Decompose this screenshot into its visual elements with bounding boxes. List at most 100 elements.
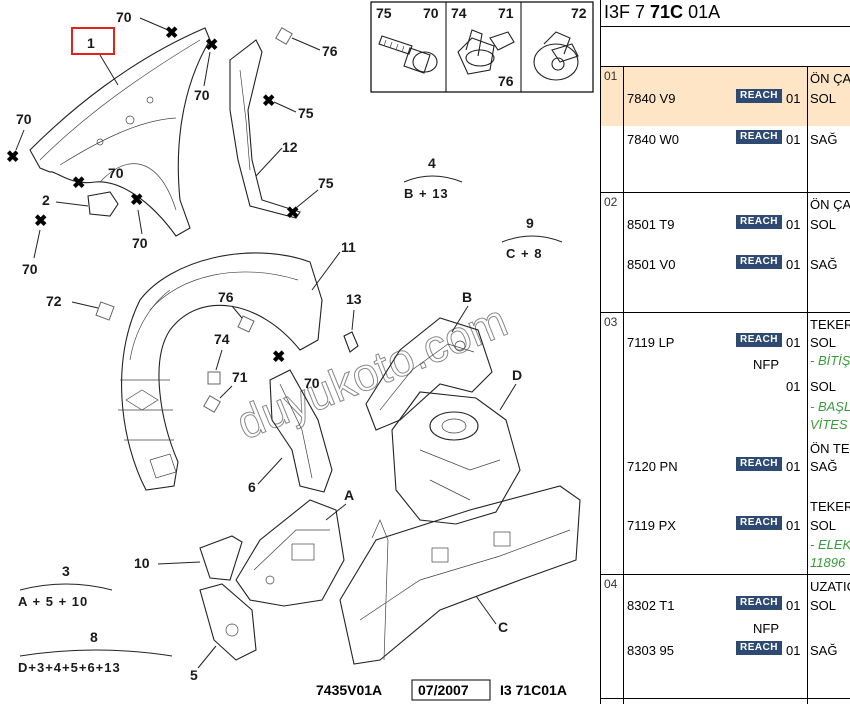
callout-72: 72 [46, 293, 62, 309]
callout-76: 76 [218, 289, 234, 305]
arch-panel-part [269, 369, 333, 493]
legend-label-76: 76 [498, 73, 514, 89]
part-qty: 01 [786, 459, 801, 474]
parts-group-01[interactable]: 01 ÖN ÇA 7840 V9 REACH 01 SOL [601, 66, 850, 126]
watermark: duyukoto.com [229, 294, 514, 449]
part-number[interactable]: 7119 LP [627, 335, 675, 350]
clip-square-icon [95, 301, 115, 321]
part-number[interactable]: 8302 T1 [627, 598, 675, 613]
part-note: VİTES [810, 417, 848, 432]
reach-badge: REACH [736, 516, 782, 530]
reach-badge: REACH [736, 641, 782, 655]
group-number: 01 [604, 69, 618, 83]
drawing-ref: I3 71C01A [500, 682, 567, 698]
part-description: TEKER [810, 317, 850, 332]
formula-number: 4 [428, 155, 436, 171]
callout-5: 5 [190, 667, 198, 683]
callout-B: B [462, 289, 472, 305]
fastener-x-icon: ✖ [272, 349, 285, 366]
drawing-number: 7435V01A [316, 682, 382, 698]
assembly-d-part [391, 391, 521, 525]
part-number[interactable]: 7840 W0 [627, 132, 680, 147]
fastener-x-icon: ✖ [286, 205, 299, 222]
legend-label-75: 75 [376, 5, 392, 21]
fastener-x-icon: ✖ [165, 25, 178, 42]
callout-70: 70 [22, 261, 38, 277]
bracket-part [87, 191, 119, 217]
title-suffix: 01A [683, 2, 721, 22]
legend-label-74: 74 [451, 5, 467, 21]
small-bracket-part [343, 331, 359, 353]
part-description: SOL [810, 379, 837, 394]
parts-group-04[interactable]: 04 UZATIC 8302 T1 REACH 01 SOL NFP 8303 … [601, 574, 850, 698]
fastener-x-icon: ✖ [34, 213, 47, 230]
part-qty: 01 [786, 598, 801, 613]
callout-75: 75 [318, 175, 334, 191]
assembly-a-part [235, 499, 345, 607]
callout-A: A [344, 487, 354, 503]
wheel-arch-liner-part [118, 252, 323, 491]
clip-square-icon [207, 371, 221, 385]
callout-70: 70 [194, 87, 210, 103]
title-bold: 71C [650, 2, 684, 22]
formula-expression: D+3+4+5+6+13 [18, 660, 121, 675]
part-description: ÖN ÇA [810, 197, 850, 212]
callout-75: 75 [298, 105, 314, 121]
part-number[interactable]: 8501 V0 [627, 257, 676, 272]
reinforcement-part [229, 39, 301, 219]
formula-number: 9 [526, 215, 534, 231]
part-description: SAĞ [810, 459, 838, 474]
nfp-flag: NFP [753, 357, 779, 372]
part-note: - BAŞL [810, 399, 850, 414]
plate-part [199, 583, 257, 661]
parts-group-03[interactable]: 03 TEKER 7119 LP REACH 01 SOL NFP - BİTİ… [601, 312, 850, 574]
callout-10: 10 [134, 555, 150, 571]
clip-square-icon [237, 315, 255, 333]
parts-group-01-cont[interactable]: 7840 W0 REACH 01 SAĞ [601, 126, 850, 192]
legend-label-72: 72 [571, 5, 587, 21]
reach-badge: REACH [736, 255, 782, 269]
clip-square-icon [275, 27, 293, 45]
formula-expression: C + 8 [506, 246, 542, 261]
fastener-x-icon: ✖ [72, 175, 85, 192]
formula-3: 3 A + 5 + 10 [18, 563, 113, 609]
part-description: TEKER [810, 499, 850, 514]
part-number[interactable]: 7119 PX [627, 518, 676, 533]
callout-D: D [512, 367, 522, 383]
part-description: SAĞ [810, 132, 838, 147]
part-qty: 01 [786, 335, 801, 350]
fastener-x-icon: ✖ [205, 37, 218, 54]
callout-70: 70 [132, 235, 148, 251]
callout-12: 12 [282, 139, 298, 155]
part-qty: 01 [786, 518, 801, 533]
part-description: SOL [810, 335, 837, 350]
callout-70: 70 [116, 9, 132, 25]
assembly-b-part [365, 317, 493, 431]
callout-76: 76 [322, 43, 338, 59]
clip-square-icon [203, 395, 221, 413]
parts-group-next [601, 698, 850, 704]
panel-title: I3F 7 71C 01A [601, 0, 850, 26]
part-description: ÖN TE [810, 441, 850, 456]
part-number[interactable]: 8501 T9 [627, 217, 675, 232]
part-qty: 01 [786, 257, 801, 272]
part-qty: 01 [786, 91, 801, 106]
part-qty: 01 [786, 132, 801, 147]
callout-70: 70 [108, 165, 124, 181]
rivet-icon [533, 31, 579, 81]
title-prefix: I3F 7 [604, 2, 651, 22]
fastener-markers: 70 ✖ 70 ✖ 70 ✖ 70 ✖ 70 ✖ 70 ✖ 70 ✖ 75 ✖ … [6, 9, 338, 413]
part-description: SOL [810, 598, 837, 613]
reach-badge: REACH [736, 333, 782, 347]
part-number[interactable]: 7120 PN [627, 459, 678, 474]
callout-13: 13 [346, 291, 362, 307]
parts-group-02[interactable]: 02 ÖN ÇA 8501 T9 REACH 01 SOL 8501 V0 RE… [601, 192, 850, 312]
fastener-x-icon: ✖ [130, 192, 143, 209]
part-number[interactable]: 8303 95 [627, 643, 674, 658]
callout-6: 6 [248, 479, 256, 495]
callout-11: 11 [341, 239, 356, 255]
part-number[interactable]: 7840 V9 [627, 91, 676, 106]
part-qty: 01 [786, 379, 801, 394]
part-note: 11896 [810, 555, 846, 570]
part-description: ÖN ÇA [810, 71, 850, 86]
